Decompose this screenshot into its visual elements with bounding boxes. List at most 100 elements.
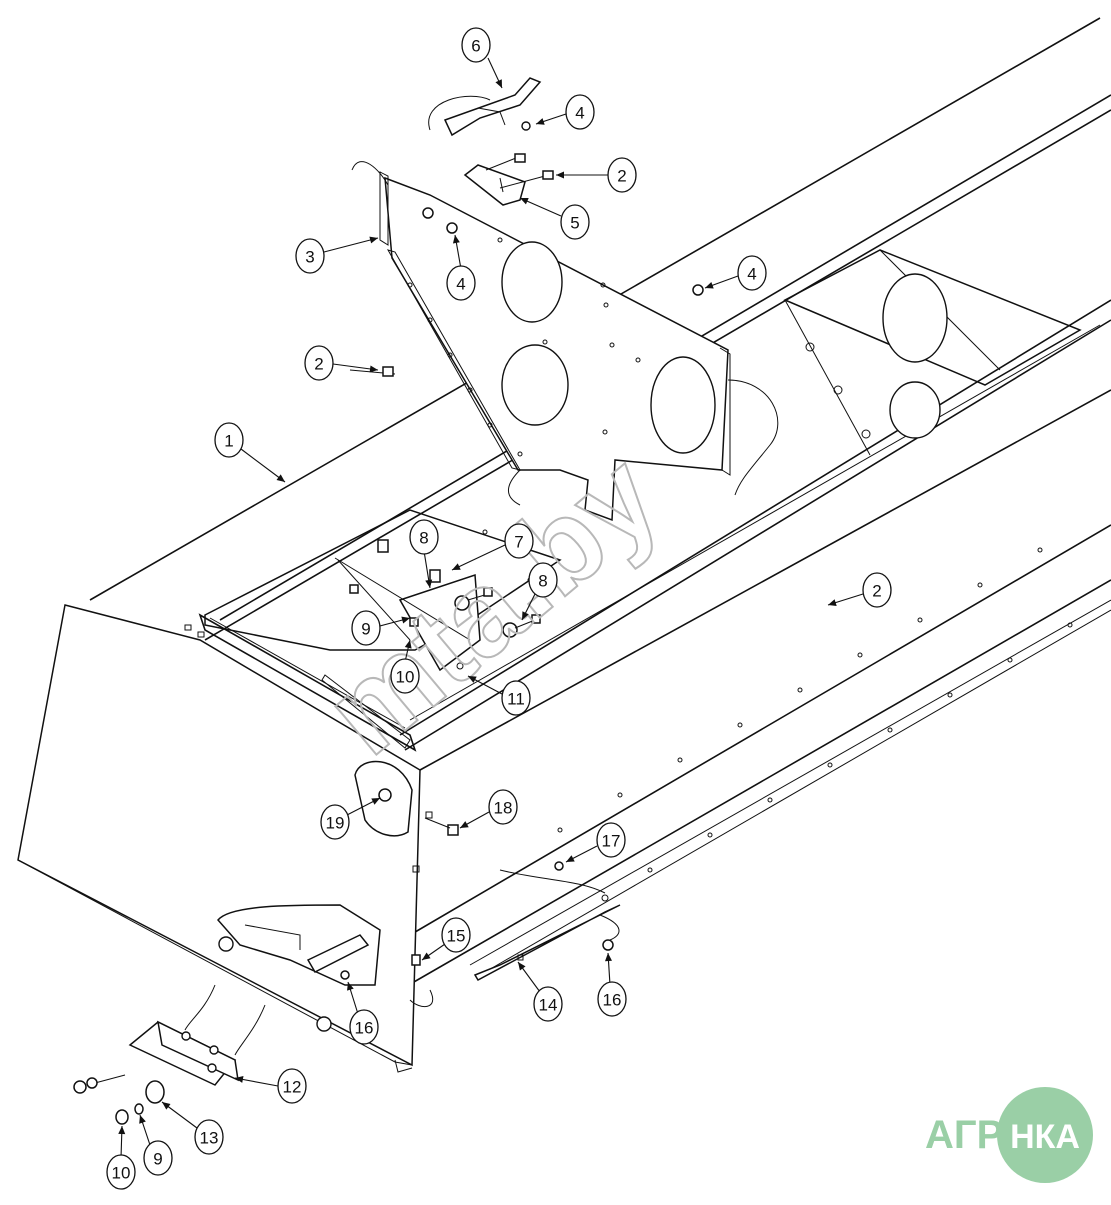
callout-19: 19: [320, 797, 381, 840]
callout-circle: [277, 1068, 307, 1104]
callout-9: 9: [139, 1114, 173, 1176]
callout-arrowhead: [422, 952, 431, 960]
callout-arrowhead: [404, 640, 412, 649]
callout-number: 2: [872, 582, 881, 601]
callout-arrowhead: [605, 953, 612, 962]
callout-arrowhead: [520, 198, 529, 205]
callout-circle: [461, 27, 491, 63]
callout-number: 8: [538, 572, 547, 591]
callout-circle: [607, 157, 637, 193]
callout-1: 1: [214, 422, 286, 483]
logo-badge-text: НКА: [1010, 1118, 1080, 1156]
callout-circle: [528, 562, 558, 598]
callout-number: 10: [112, 1164, 131, 1183]
callout-number: 19: [326, 814, 345, 833]
callout-circle: [390, 658, 420, 694]
callout-arrowhead: [828, 599, 837, 606]
callout-8: 8: [409, 519, 439, 589]
callout-2: 2: [556, 157, 637, 193]
callout-number: 10: [396, 668, 415, 687]
callout-17: 17: [565, 822, 626, 863]
callout-3: 3: [295, 236, 379, 274]
callout-circle: [304, 345, 334, 381]
callout-number: 6: [471, 37, 480, 56]
callout-5: 5: [519, 197, 590, 240]
top-fasteners: [349, 153, 704, 377]
rail-holes: [557, 547, 1073, 873]
watermark-text: mta.by: [301, 428, 684, 779]
callout-number: 16: [355, 1019, 374, 1038]
callout-circle: [533, 986, 563, 1022]
callout-number: 1: [224, 432, 233, 451]
floor-plate-assembly: [204, 509, 562, 749]
callout-8: 8: [521, 562, 558, 621]
callout-16: 16: [597, 952, 627, 1017]
callout-arrowhead: [452, 235, 460, 244]
callout-arrowhead: [518, 962, 526, 971]
clip-part: [443, 77, 542, 137]
callout-circle: [565, 94, 595, 130]
callout-leader-line: [240, 448, 286, 483]
callout-arrowhead: [139, 1115, 146, 1124]
callout-number: 17: [602, 832, 621, 851]
callout-arrowhead: [162, 1102, 171, 1110]
callout-circle: [409, 519, 439, 555]
callout-number: 4: [747, 265, 756, 284]
callout-circle: [560, 204, 590, 240]
callout-circle: [501, 680, 531, 716]
callout-13: 13: [161, 1101, 224, 1155]
callout-11: 11: [467, 675, 531, 716]
callout-arrowhead: [276, 474, 285, 482]
callout-arrowhead: [369, 236, 378, 244]
callout-leader-line: [323, 237, 379, 253]
callout-18: 18: [459, 789, 518, 829]
callout-arrowhead: [460, 821, 469, 828]
callout-4: 4: [446, 234, 476, 301]
callout-15: 15: [421, 917, 471, 961]
callout-number: 2: [314, 355, 323, 374]
callout-14: 14: [517, 961, 563, 1022]
callout-arrowhead: [536, 118, 545, 125]
callout-arrowhead: [118, 1126, 126, 1135]
callout-12: 12: [234, 1068, 307, 1104]
callout-arrowhead: [556, 171, 564, 179]
callout-number: 8: [419, 529, 428, 548]
callout-leader-line: [451, 544, 506, 571]
callout-10: 10: [106, 1125, 136, 1190]
callout-circle: [446, 265, 476, 301]
callout-number: 14: [539, 996, 558, 1015]
callout-arrowhead: [468, 676, 477, 683]
callout-6: 6: [461, 27, 503, 89]
callout-circle: [441, 917, 471, 953]
callout-circle: [106, 1154, 136, 1190]
callout-10: 10: [390, 639, 420, 694]
callout-arrowhead: [452, 563, 461, 570]
callout-16: 16: [347, 981, 379, 1045]
callout-circle: [596, 822, 626, 858]
callout-circle: [351, 610, 381, 646]
end-plate-parts: [73, 760, 621, 1125]
logo-badge: [997, 1087, 1093, 1183]
callout-circle: [504, 523, 534, 559]
callout-number: 4: [456, 275, 465, 294]
callout-4: 4: [704, 255, 767, 291]
callout-arrowhead: [425, 579, 433, 588]
callout-circle: [349, 1009, 379, 1045]
callout-number: 13: [200, 1129, 219, 1148]
callout-number: 16: [603, 991, 622, 1010]
callout-circle: [737, 255, 767, 291]
callout-circle: [194, 1119, 224, 1155]
callout-circle: [295, 238, 325, 274]
callout-arrowhead: [347, 982, 354, 991]
callout-circle: [143, 1140, 173, 1176]
callout-number: 18: [494, 799, 513, 818]
callout-number: 5: [570, 214, 579, 233]
callout-2: 2: [304, 345, 379, 381]
callout-number: 11: [507, 690, 525, 709]
callout-circle: [488, 789, 518, 825]
callout-arrowhead: [495, 79, 502, 88]
callout-number: 12: [283, 1078, 302, 1097]
